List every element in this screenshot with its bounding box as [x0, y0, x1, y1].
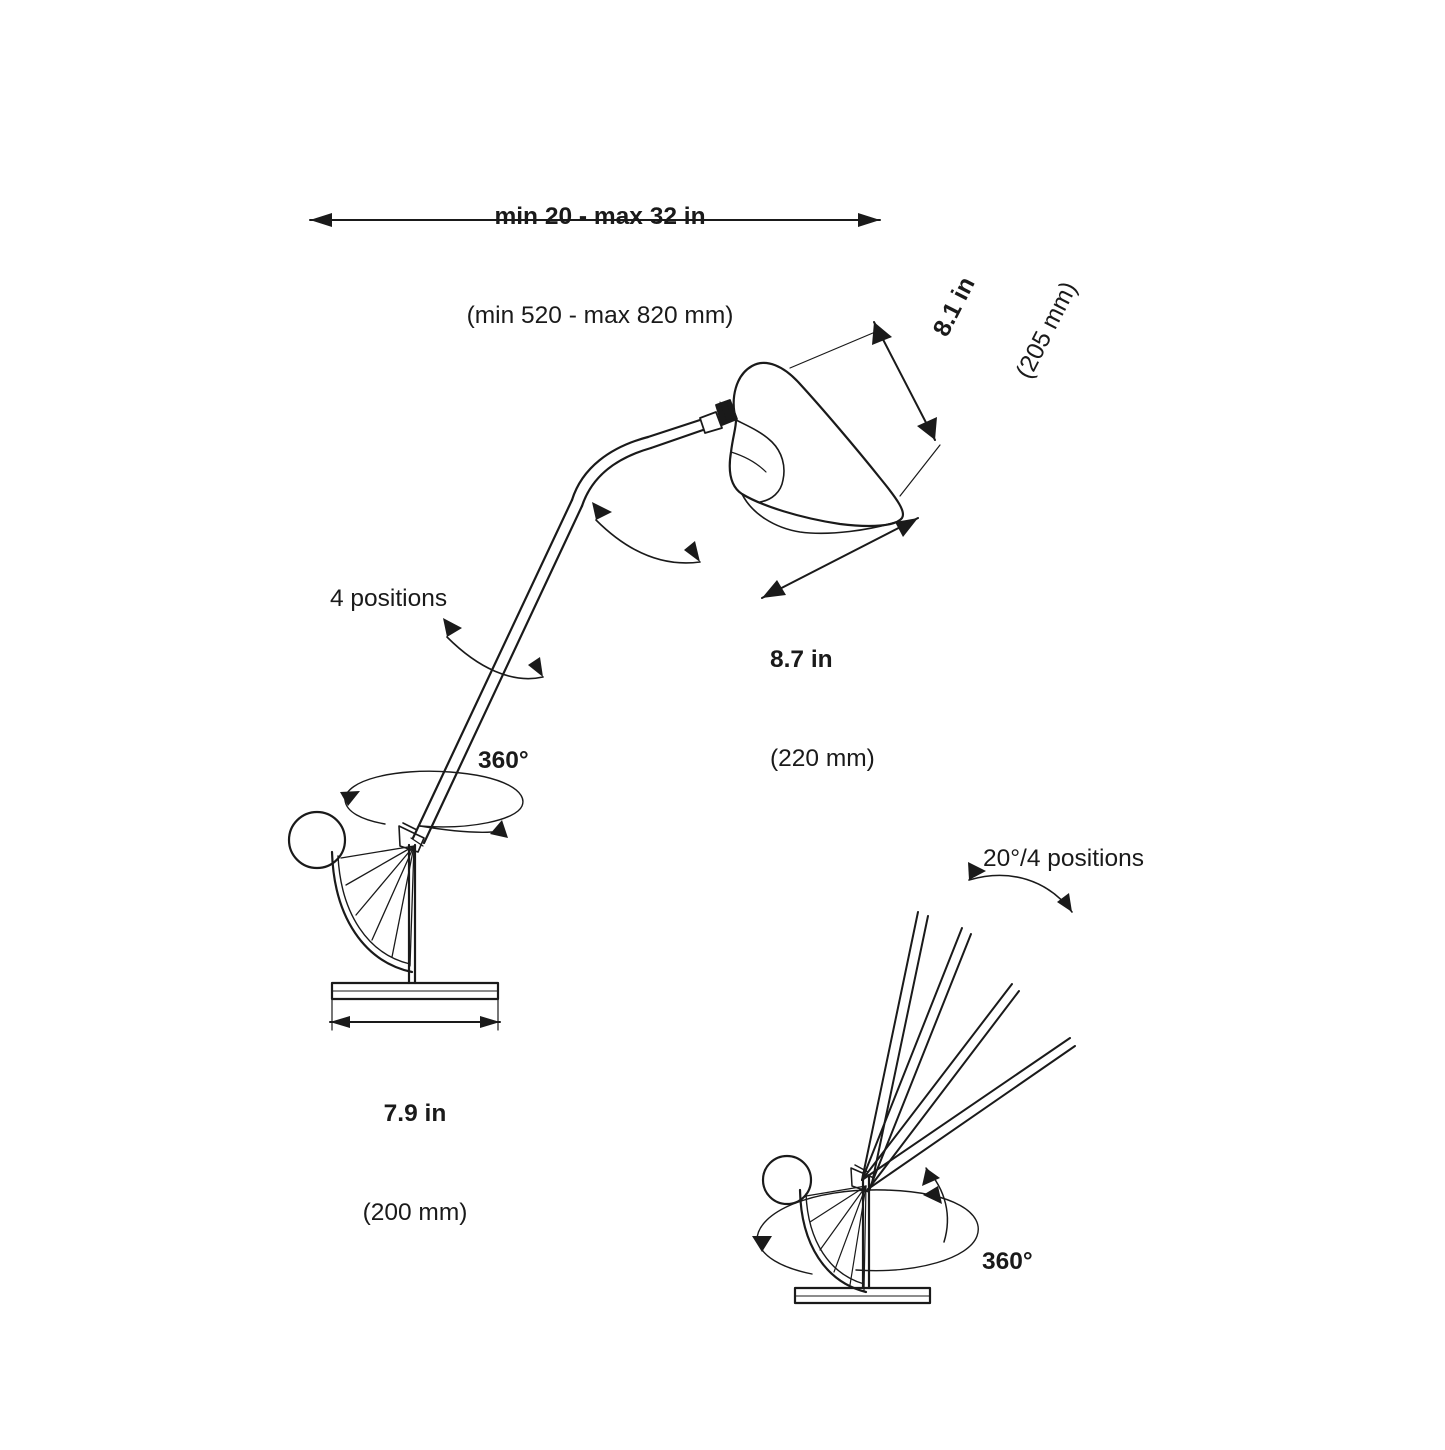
lamp-counterweight-ball: [287, 810, 347, 870]
dimension-line-base-width: [329, 999, 501, 1031]
lamp2-counterweight-arc: [798, 1188, 868, 1294]
dimension-label-base-width-mm: (200 mm): [362, 1199, 468, 1227]
lamp-arm: [411, 418, 705, 845]
lamp2-arm-positions: [861, 911, 1076, 1190]
arc-shade-tilt: [592, 502, 701, 564]
dimension-line-shade-diagonal: [789, 321, 941, 497]
dimension-label-base-width: 7.9 in (200 mm): [320, 1037, 510, 1290]
lamp-shade: [728, 361, 905, 535]
rotation-ellipse-left: [340, 770, 524, 838]
dimension-label-width-mm: (min 520 - max 820 mm): [466, 302, 734, 330]
dimension-line-width: [309, 213, 881, 227]
lamp-main-figure: [287, 361, 905, 1001]
dimension-label-width-in: min 20 - max 32 in: [494, 203, 706, 231]
annotation-arm-positions: 4 positions: [330, 585, 448, 612]
lamp2-counterweight-ball: [761, 1154, 813, 1206]
lamp-counterweight-arc: [330, 850, 414, 974]
dimension-label-shade-width-mm: (220 mm): [770, 745, 875, 773]
lamp-shade-neck: [699, 399, 738, 434]
dimension-label-shade-width: 8.7 in (220 mm): [770, 583, 970, 836]
dimension-label-shade-width-in: 8.7 in: [770, 646, 833, 674]
rotation-ellipse-right: [752, 1186, 979, 1275]
lamp-spokes: [340, 845, 415, 967]
lamp-positions-figure: [752, 862, 1076, 1305]
dimension-line-shade-width: [761, 517, 919, 599]
dimension-label-width: min 20 - max 32 in (min 520 - max 820 mm…: [380, 140, 820, 393]
dimension-label-shade-diagonal-mm: (205 mm): [1011, 277, 1083, 384]
dimension-label-shade-diagonal-in: 8.1 in: [928, 272, 982, 342]
annotation-rotation-left: 360°: [478, 747, 529, 774]
arc-tilt-right: [922, 1167, 949, 1243]
lamp2-base: [793, 1286, 932, 1305]
lamp-base: [330, 981, 500, 1001]
arc-20-4-positions: [968, 862, 1073, 913]
arc-4-positions: [443, 618, 544, 680]
dimension-label-base-width-in: 7.9 in: [383, 1100, 447, 1128]
annotation-rotation-right: 360°: [982, 1248, 1033, 1275]
annotation-tilt-positions: 20°/4 positions: [983, 845, 1144, 872]
lamp2-spokes: [805, 1185, 867, 1292]
